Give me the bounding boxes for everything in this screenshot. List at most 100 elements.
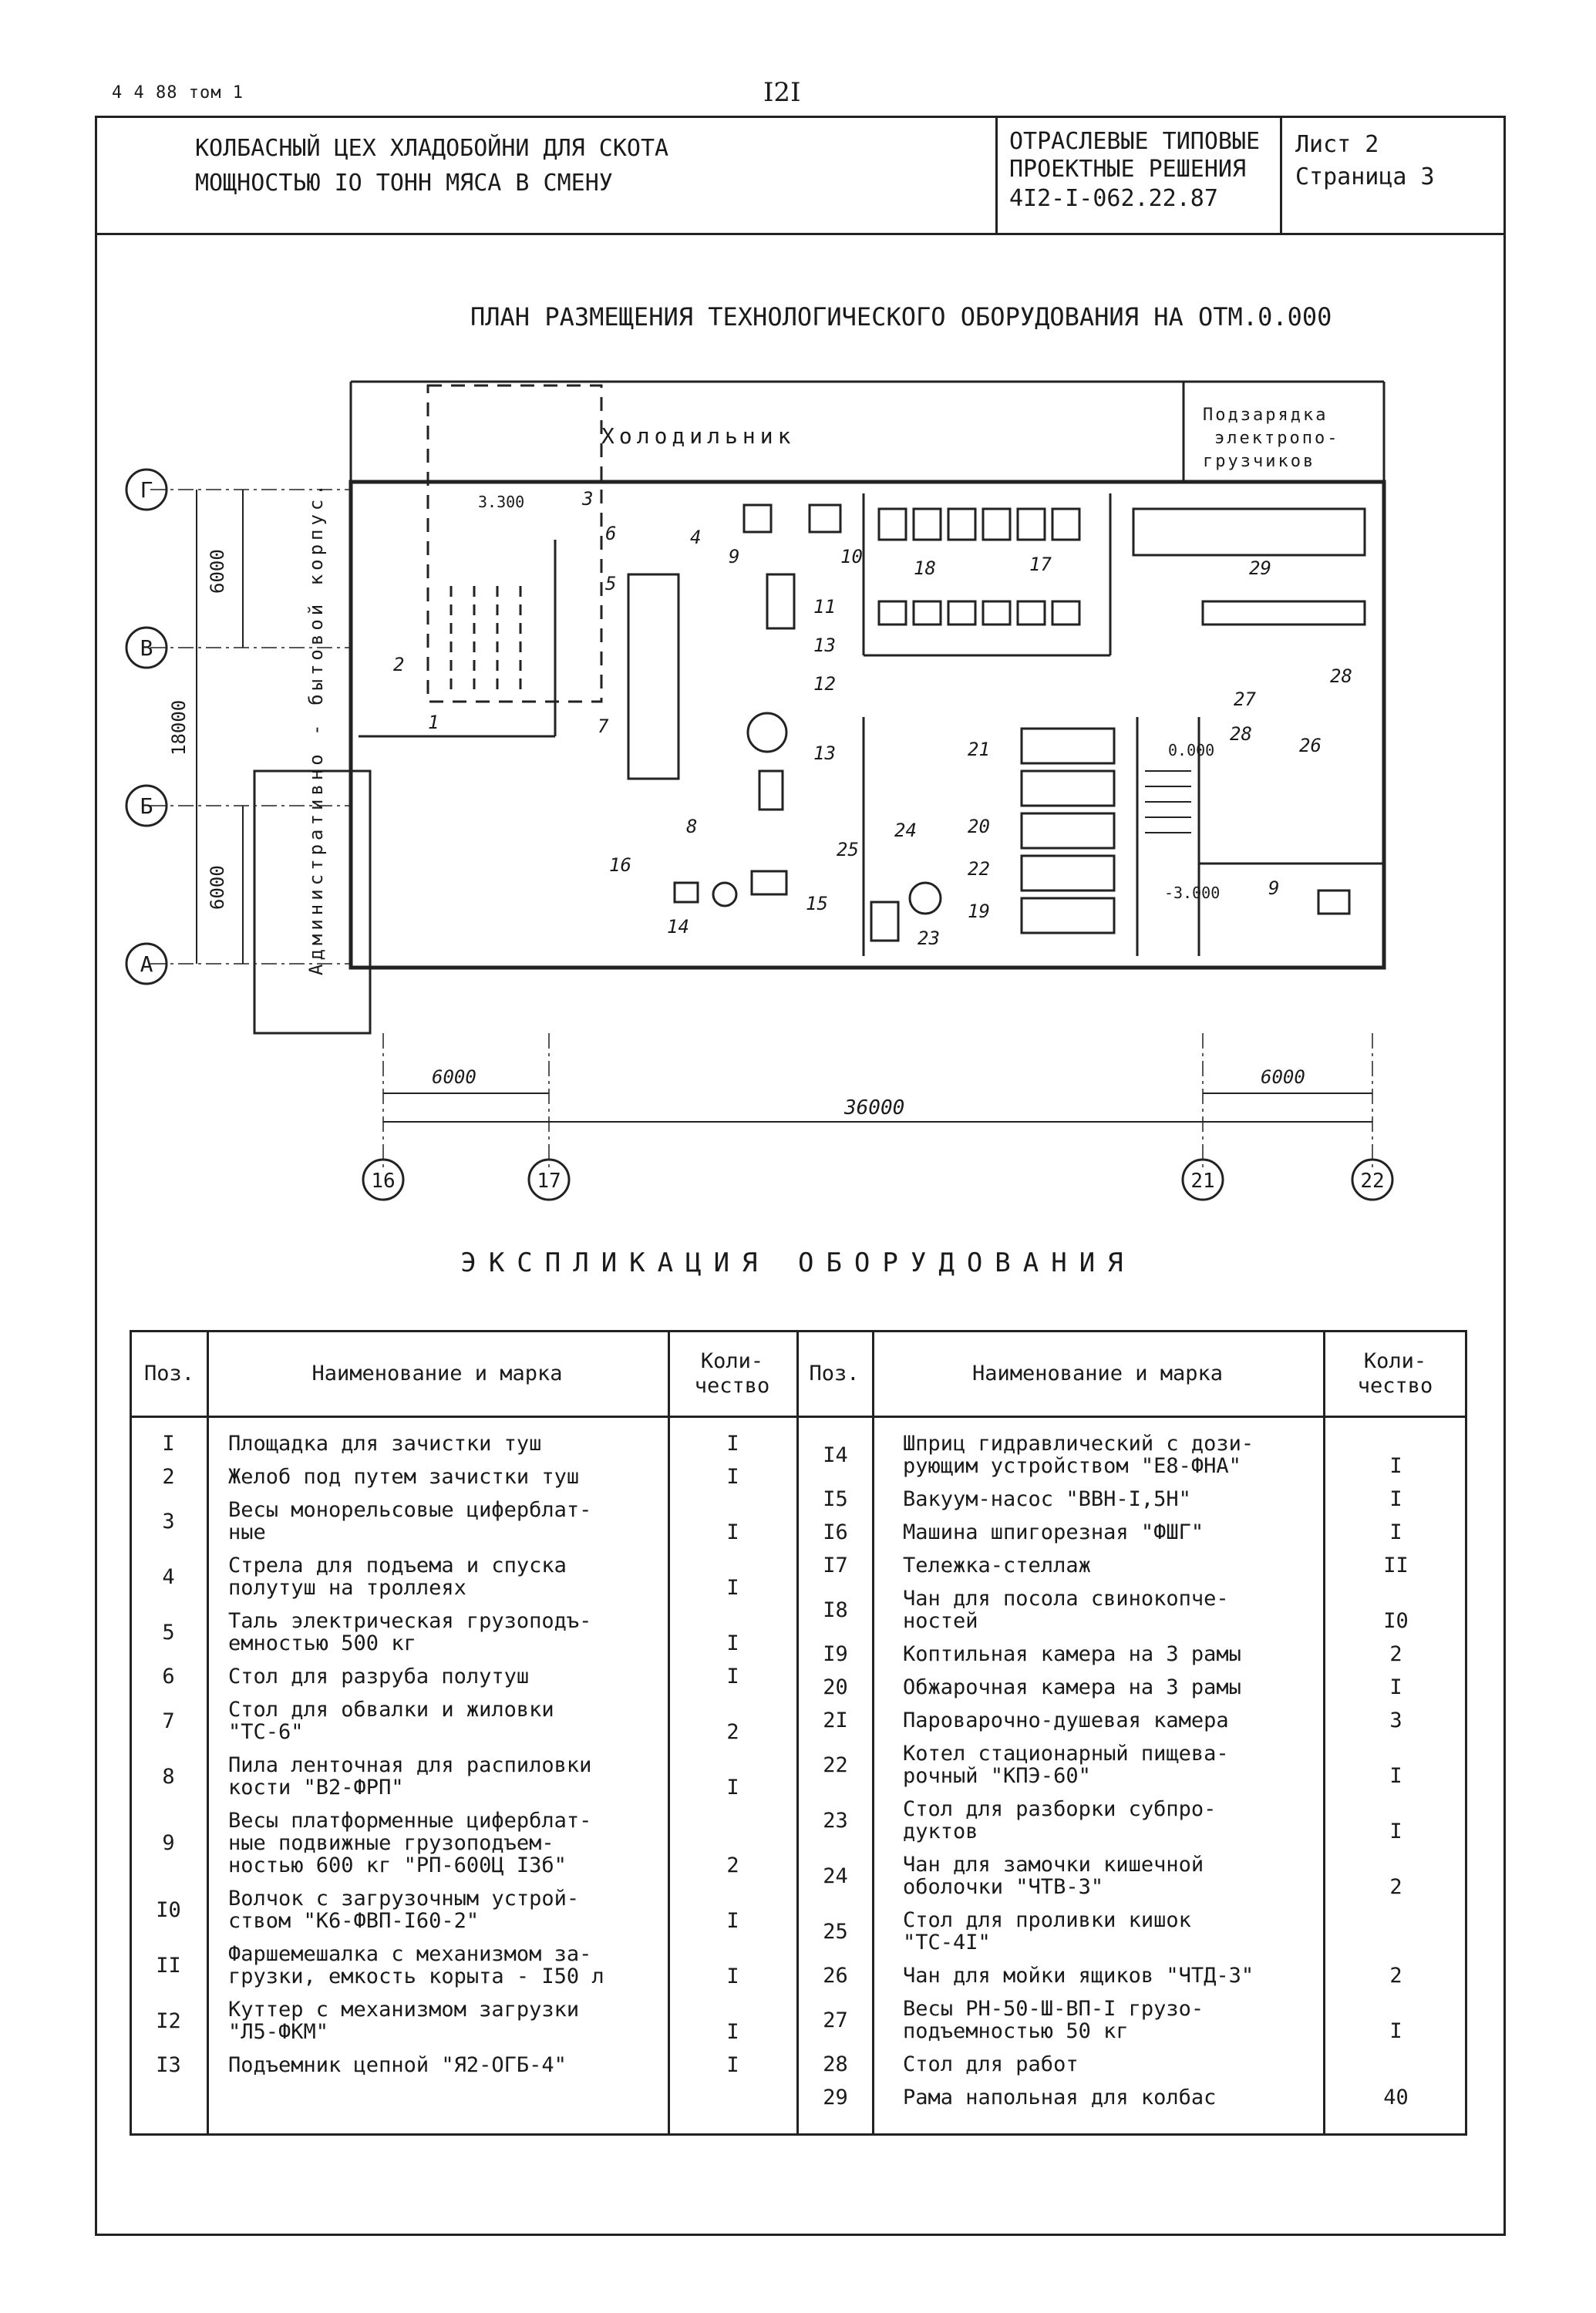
row-qty: I	[726, 2053, 739, 2077]
row-name: емностью 500 кг	[228, 1631, 416, 1655]
row-pos: I8	[823, 1598, 848, 1622]
header-qty-left-1: Коли-	[700, 1349, 764, 1373]
pos-label: 8	[686, 816, 697, 837]
row-name: кости "В2-ФРП"	[228, 1776, 404, 1800]
pos-label: 5	[605, 573, 616, 594]
row-pos: I6	[823, 1520, 848, 1544]
title-cell: КОЛБАСНЫЙ ЦЕХ ХЛАДОБОЙНИ ДЛЯ СКОТА МОЩНО…	[95, 116, 998, 233]
row-name: Чан для замочки кишечной	[903, 1853, 1204, 1877]
staircase	[1145, 770, 1191, 833]
row-name: ные подвижные грузоподъем-	[228, 1831, 554, 1855]
mixer-11	[766, 573, 796, 630]
pos-label: 25	[837, 839, 859, 860]
row-pos: 24	[823, 1864, 848, 1888]
header-qty-left-2: чество	[694, 1374, 770, 1398]
series-line-1: ОТРАСЛЕВЫЕ ТИПОВЫЕ	[1009, 128, 1261, 155]
position-labels: 1 2 3 4 5 6 7 8 9 10 11 12 13 13 14 15 1…	[393, 488, 1352, 949]
row-qty: 2	[1389, 1964, 1402, 1988]
dim-bottom-left: 6000	[432, 1066, 476, 1088]
pos-label: 14	[667, 916, 689, 938]
pos-label: 13	[813, 635, 836, 656]
chambers-19-21	[1020, 727, 1116, 934]
row-name: Стол для работ	[903, 2052, 1079, 2076]
row-pos: 28	[823, 2052, 848, 2076]
axis-col-21: 21	[1190, 1170, 1214, 1193]
mincer-10	[808, 503, 842, 534]
pos-label: 28	[1230, 723, 1252, 745]
dimension-lines	[196, 490, 1372, 1123]
row-name: рочный "КПЭ-60"	[903, 1764, 1091, 1788]
pos-label: 12	[813, 673, 836, 695]
row-name: Чан для посола свинокопче-	[903, 1587, 1229, 1611]
row-qty: I	[1389, 1487, 1402, 1511]
scale-9	[742, 503, 773, 534]
row-name: Таль электрическая грузоподъ-	[228, 1609, 592, 1633]
row-pos: 25	[823, 1919, 848, 1944]
row-pos: I2	[156, 2008, 181, 2033]
col-axis-lines	[382, 1033, 1373, 1168]
row-qty: I	[726, 1965, 739, 1988]
floor-plan: Холодильник Подзарядка электропо- грузчи…	[125, 380, 1394, 1201]
pos-label: 18	[914, 557, 936, 579]
axis-col-17: 17	[537, 1170, 561, 1193]
row-qty: 40	[1383, 2086, 1409, 2109]
header-pos-right: Поз.	[809, 1362, 860, 1385]
row-qty: I	[726, 1465, 739, 1489]
row-name: Весы платформенные циферблат-	[228, 1809, 592, 1833]
row-qty: I0	[1383, 1609, 1409, 1633]
row-pos: I7	[823, 1554, 848, 1577]
pos-label: 6	[605, 523, 616, 544]
header-name-left: Наименование и марка	[311, 1362, 563, 1385]
row-qty: 2	[1389, 1875, 1402, 1899]
tanks-row-18	[877, 600, 1081, 626]
row-pos: I3	[156, 2053, 181, 2077]
row-name: Котел стационарный пищева-	[903, 1742, 1229, 1766]
lift-13	[758, 769, 784, 811]
row-name: Пароварочно-душевая камера	[903, 1709, 1229, 1732]
row-qty: I	[726, 1909, 739, 1933]
row-qty: 2	[1389, 1642, 1402, 1666]
row-name: Стрела для подъема и спуска	[228, 1554, 567, 1577]
row-qty: I	[1389, 1764, 1402, 1788]
row-pos: I0	[156, 1897, 181, 1922]
row-qty: I	[1389, 1675, 1402, 1699]
pos-label: 27	[1234, 689, 1256, 710]
monorail-lines	[450, 586, 522, 694]
row-name: Машина шпигорезная "ФШГ"	[903, 1520, 1204, 1544]
row-name: грузки, емкость корыта - I50 л	[228, 1965, 604, 1988]
row-name: "ТС-4I"	[903, 1931, 991, 1954]
pos-label: 16	[609, 854, 631, 876]
pos-label: 2	[393, 654, 404, 675]
row-name: ные	[228, 1520, 266, 1544]
pump-15	[712, 881, 738, 907]
pos-label: 9	[1268, 877, 1279, 899]
row-name: Стол для обвалки и жиловки	[228, 1698, 554, 1722]
row-qty: I	[726, 1520, 739, 1544]
row-name: Чан для мойки ящиков "ЧТД-3"	[903, 1964, 1254, 1988]
tanks-row-17	[877, 507, 1081, 541]
axis-bubbles	[125, 468, 1394, 1201]
row-name: Весы РН-50-Ш-ВП-I грузо-	[903, 1997, 1204, 2021]
page-number: I2I	[763, 77, 801, 108]
row-qty: II	[1383, 1554, 1409, 1577]
row-name: Весы монорельсовые циферблат-	[228, 1498, 592, 1522]
dim-left-top: 6000	[207, 549, 228, 594]
row-name: Пила ленточная для распиловки	[228, 1753, 592, 1777]
row-pos: 9	[162, 1831, 175, 1855]
title-block: КОЛБАСНЫЙ ЦЕХ ХЛАДОБОЙНИ ДЛЯ СКОТА МОЩНО…	[95, 116, 1506, 235]
row-name: Обжарочная камера на 3 рамы	[903, 1675, 1241, 1699]
pos-label: 21	[968, 739, 990, 760]
title-line-2: МОЩНОСТЬЮ IO ТОНН МЯСА В СМЕНУ	[195, 170, 613, 197]
frames-29	[1132, 507, 1366, 626]
level-0000: 0.000	[1168, 741, 1214, 759]
pos-label: 29	[1249, 557, 1271, 579]
row-pos: 6	[162, 1665, 175, 1688]
header-qty-right-2: чество	[1357, 1374, 1433, 1398]
sheet-frame	[95, 116, 1506, 2236]
row-name: полутуш на троллеях	[228, 1576, 466, 1600]
axis-row-b: Б	[140, 793, 153, 819]
row-pos: 20	[823, 1675, 848, 1699]
series-cell: ОТРАСЛЕВЫЕ ТИПОВЫЕ ПРОЕКТНЫЕ РЕШЕНИЯ 4I2…	[995, 116, 1282, 233]
axis-col-16: 16	[371, 1170, 395, 1193]
pos-label: 10	[840, 546, 863, 567]
